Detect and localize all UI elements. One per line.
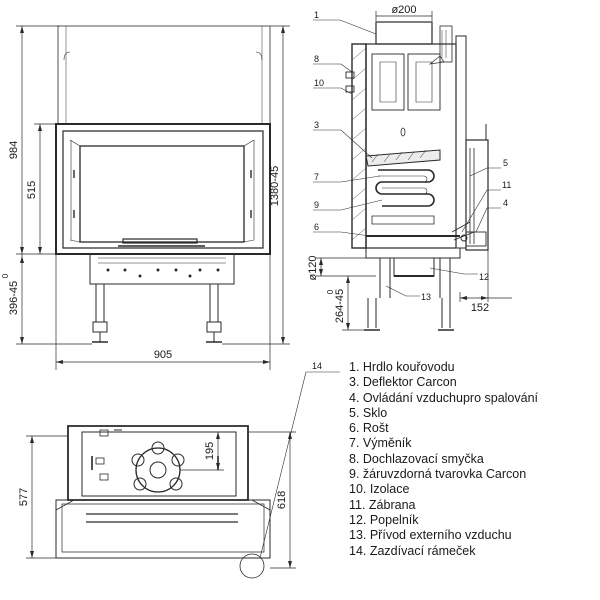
dim-front-opening-height: 515 (26, 181, 38, 199)
legend-item: 7. Výměník (349, 436, 412, 451)
plan-view (26, 425, 296, 579)
dim-plan-depth-frame: 618 (276, 491, 288, 509)
legend-item: 12. Popelník (349, 512, 419, 527)
callout-3: 3 (314, 120, 319, 130)
callout-8: 8 (314, 54, 319, 64)
dim-front-height-total: 984 (8, 141, 20, 159)
dim-side-air-diameter: ø120 (307, 255, 319, 280)
dim-front-leg-height-sup: 0 (1, 273, 10, 278)
callout-14: 14 (312, 361, 322, 371)
legend-item: 13. Přívod externího vzduchu (349, 528, 512, 543)
legend-item: 11. Zábrana (349, 497, 416, 512)
legend-item: 14. Zazdívací rámeček (349, 543, 476, 558)
legend-item: 3. Deflektor Carcon (349, 375, 457, 390)
legend-item: 1. Hrdlo kouřovodu (349, 360, 455, 374)
legend-item: 8. Dochlazovací smyčka (349, 451, 484, 466)
legend-item: 5. Sklo (349, 405, 388, 420)
dim-plan-offset: 195 (204, 442, 216, 460)
front-view (16, 25, 290, 370)
dim-front-leg-height: 396-45 (8, 281, 20, 315)
legend-item: 9. žáruvzdorná tvarovka Carcon (349, 467, 527, 482)
callout-9: 9 (314, 200, 319, 210)
legend-item: 6. Rošt (349, 421, 389, 436)
dim-plan-depth: 577 (18, 488, 30, 506)
dim-side-flue-diameter: ø200 (391, 4, 416, 16)
callout-7: 7 (314, 172, 319, 182)
callout-1: 1 (314, 10, 319, 20)
callout-6: 6 (314, 222, 319, 232)
dim-side-depth: 152 (471, 302, 489, 314)
callout-5: 5 (503, 158, 508, 168)
dim-side-total-height: 1380-45 (269, 166, 281, 206)
legend-item: 4. Ovládání vzduchupro spalování (349, 390, 539, 405)
callout-11: 11 (502, 180, 511, 190)
dim-side-foot-height: 264-45 (334, 289, 346, 323)
callout-4: 4 (503, 198, 508, 208)
legend-item: 10. Izolace (349, 482, 410, 497)
callout-12: 12 (479, 272, 489, 282)
dim-side-foot-height-sup: 0 (326, 289, 335, 294)
dim-front-width: 905 (154, 349, 172, 361)
side-section (259, 11, 512, 559)
callout-10: 10 (314, 78, 324, 88)
parts-legend: 1. Hrdlo kouřovodu 3. Deflektor Carcon 4… (349, 360, 538, 559)
callout-13: 13 (421, 292, 431, 302)
